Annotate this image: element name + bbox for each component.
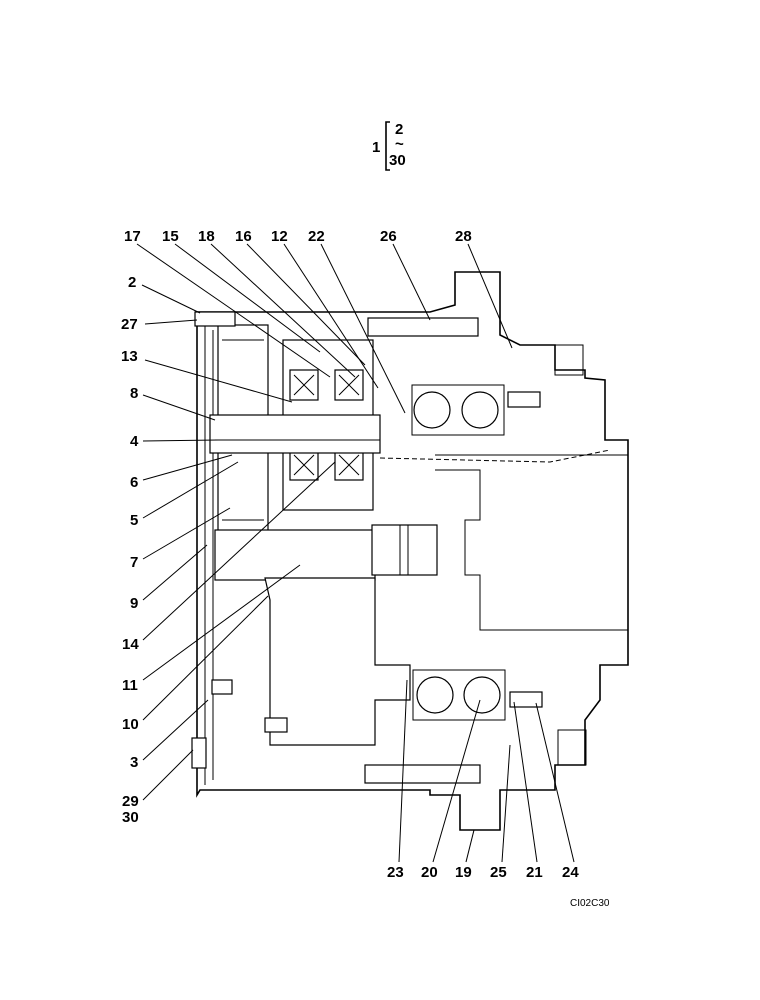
leader-27 — [144, 319, 198, 325]
callout-21: 21 — [526, 864, 543, 881]
plug-lower — [264, 717, 288, 733]
callout-4: 4 — [130, 433, 139, 450]
callout-30: 30 — [122, 809, 139, 826]
leader-17 — [136, 243, 331, 378]
leader-4 — [142, 439, 219, 442]
leader-13 — [144, 359, 293, 403]
sprocket-lower — [557, 729, 587, 766]
callout-18: 18 — [198, 228, 215, 245]
callout-15: 15 — [162, 228, 179, 245]
plug-29 — [191, 737, 207, 769]
leader-6 — [142, 454, 233, 481]
callout-26: 26 — [380, 228, 397, 245]
callout-3: 3 — [130, 754, 138, 771]
leader-22 — [320, 243, 406, 414]
ball-bearing-upper-b — [461, 391, 499, 429]
leader-19 — [465, 829, 475, 863]
leader-28 — [467, 243, 513, 349]
callout-13: 13 — [121, 348, 138, 365]
callout-29: 29 — [122, 793, 139, 810]
callout-22: 22 — [308, 228, 325, 245]
leader-25 — [501, 744, 511, 863]
hub-inner-profile — [435, 454, 628, 631]
callout-labels: 17 15 18 16 12 22 26 28 2 27 13 8 4 6 5 … — [121, 228, 579, 881]
leader-18 — [210, 243, 356, 378]
ball-bearing-upper-a — [413, 391, 451, 429]
cover-plate — [204, 318, 214, 785]
leader-15 — [174, 243, 321, 353]
callout-2: 2 — [128, 274, 136, 291]
gear-teeth-lines — [222, 339, 264, 521]
leader-12 — [283, 243, 379, 389]
range-separator: ~ — [395, 136, 404, 153]
coupling-splines — [399, 525, 409, 575]
leader-20 — [432, 699, 481, 863]
bolt-upper — [367, 317, 479, 337]
callout-16: 16 — [235, 228, 252, 245]
plug-27 — [194, 311, 236, 327]
callout-7: 7 — [130, 554, 138, 571]
leader-11 — [142, 564, 301, 681]
leader-8 — [142, 394, 216, 421]
sprocket-upper — [554, 344, 584, 376]
ball-bearing-lower-b — [463, 676, 501, 714]
range-start: 2 — [395, 121, 403, 138]
callout-12: 12 — [271, 228, 288, 245]
leader-29 — [142, 749, 194, 801]
planet-pin — [209, 414, 381, 454]
leader-3 — [142, 699, 209, 761]
leader-5 — [142, 461, 239, 519]
callout-19: 19 — [455, 864, 472, 881]
housing-outline — [196, 271, 629, 831]
callout-8: 8 — [130, 385, 138, 402]
bearing-rollers — [293, 374, 360, 476]
coupling — [371, 524, 438, 576]
callout-20: 20 — [421, 864, 438, 881]
range-bracket — [385, 121, 390, 171]
floating-seal-lower — [509, 691, 543, 708]
gearbox-drawing — [191, 271, 629, 831]
leader-9 — [142, 544, 208, 601]
callout-6: 6 — [130, 474, 138, 491]
ball-bearing-lower-a — [416, 676, 454, 714]
leader-24 — [535, 702, 575, 863]
leader-16 — [246, 243, 366, 366]
figure-reference-code: CI02C30 — [570, 898, 610, 909]
leader-26 — [392, 243, 431, 321]
oil-passage — [379, 449, 611, 463]
callout-23: 23 — [387, 864, 404, 881]
bolt-lower — [364, 764, 481, 784]
floating-seal-upper — [507, 391, 541, 408]
callout-28: 28 — [455, 228, 472, 245]
callout-17: 17 — [124, 228, 141, 245]
callout-11: 11 — [122, 677, 138, 694]
plug-3 — [211, 679, 233, 695]
leader-2 — [141, 284, 201, 314]
callout-5: 5 — [130, 512, 138, 529]
assembly-range-block: 1 2 ~ 30 — [372, 121, 406, 171]
callout-25: 25 — [490, 864, 507, 881]
lower-housing — [264, 577, 411, 746]
bearing-race-lower — [412, 669, 506, 721]
leader-21 — [513, 701, 538, 863]
leader-10 — [142, 595, 269, 721]
bearing-race-upper — [411, 384, 505, 436]
leader-7 — [142, 507, 231, 560]
leader-23 — [398, 679, 408, 863]
leader-14 — [142, 461, 336, 641]
range-end: 30 — [389, 152, 406, 169]
callout-27: 27 — [121, 316, 138, 333]
callout-9: 9 — [130, 595, 138, 612]
callout-10: 10 — [122, 716, 139, 733]
callout-14: 14 — [122, 636, 139, 653]
sun-gear-shaft — [214, 529, 376, 581]
assembly-number: 1 — [372, 139, 380, 156]
leader-lines — [136, 243, 575, 863]
callout-24: 24 — [562, 864, 579, 881]
